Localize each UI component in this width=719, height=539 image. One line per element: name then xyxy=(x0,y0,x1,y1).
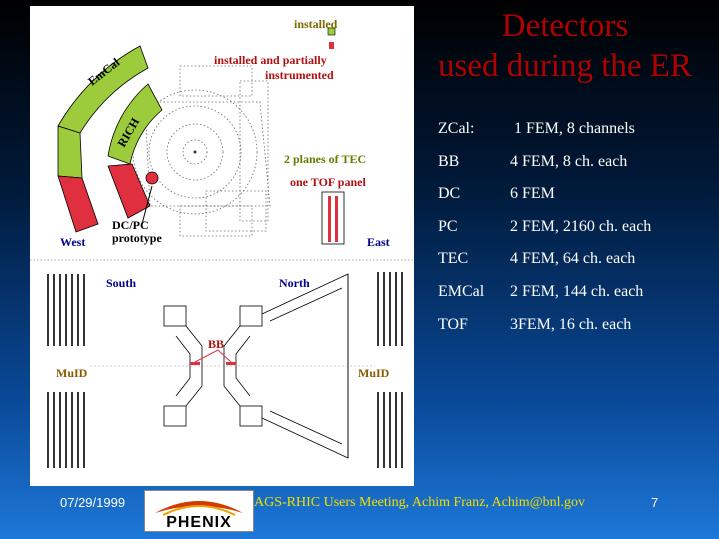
logo-text: PHENIX xyxy=(166,514,232,531)
emcal-sector-lower xyxy=(57,175,99,233)
bb-north xyxy=(226,362,236,365)
bb-pointer-south xyxy=(194,349,219,363)
phenix-logo-svg: PHENIX xyxy=(155,501,243,531)
detector-name: ZCal: xyxy=(438,120,475,137)
tec-label: 2 planes of TEC xyxy=(284,152,366,166)
muid-left-planes xyxy=(47,274,85,468)
emcal-sector-mid xyxy=(57,125,83,179)
dcpc-pointer xyxy=(141,185,153,225)
tof-panel xyxy=(321,191,345,245)
bb-pointer-north xyxy=(217,349,232,363)
phenix-logo: PHENIX xyxy=(144,490,254,532)
west-label: West xyxy=(60,235,85,249)
detector-value: 2 FEM, 2160 ch. each xyxy=(510,217,652,235)
detector-value: 3FEM, 16 ch. each xyxy=(510,315,632,333)
logo-arc-inner xyxy=(162,505,236,516)
rich-lower xyxy=(107,163,151,219)
dcpc-prototype xyxy=(145,171,159,185)
logo-arc xyxy=(155,501,243,513)
central-magnet-outline xyxy=(132,65,271,237)
detector-value: 6 FEM xyxy=(510,185,555,203)
east-label: East xyxy=(367,235,390,249)
bb-label: BB xyxy=(208,337,224,351)
detector-value: 4 FEM, 64 ch. each xyxy=(510,250,636,268)
slide-title: Detectors used during the ER xyxy=(420,6,710,86)
footer-date: 07/29/1999 xyxy=(60,495,126,510)
muid-left-label: MuID xyxy=(56,366,88,380)
emcal-sector-upper xyxy=(57,45,149,134)
muid-right-planes xyxy=(377,272,403,468)
legend-installed-swatch xyxy=(327,27,336,36)
detector-diagram-svg: installed installed and partially instru… xyxy=(30,17,414,468)
detector-name: TOF xyxy=(438,315,468,333)
legend-installed-label: installed xyxy=(294,17,338,31)
slide-title-line2: used during the ER xyxy=(438,48,692,84)
dcpc-label-1: DC/PC xyxy=(112,218,149,232)
detector-value: 4 FEM, 8 ch. each xyxy=(510,152,628,170)
tof-label: one TOF panel xyxy=(290,175,366,189)
footer-page-number: 7 xyxy=(651,495,659,510)
detector-name: BB xyxy=(438,152,460,170)
tec-plane-1 xyxy=(328,196,331,242)
north-label: North xyxy=(279,276,310,290)
detector-name: PC xyxy=(438,217,458,235)
slide-title-line1: Detectors xyxy=(501,8,629,44)
legend-partial-swatch xyxy=(329,42,334,49)
detector-name: DC xyxy=(438,185,461,203)
tec-plane-2 xyxy=(335,196,338,242)
bb-south xyxy=(190,362,200,365)
detector-value: 1 FEM, 8 channels xyxy=(510,120,635,137)
detector-name: TEC xyxy=(438,250,469,268)
legend-partial-label-2: instrumented xyxy=(265,68,334,82)
muid-right-label: MuID xyxy=(358,366,390,380)
legend-partial-label-1: installed and partially xyxy=(214,53,327,67)
footer-meeting: AGS-RHIC Users Meeting, Achim Franz, Ach… xyxy=(254,495,585,510)
detector-name: EMCal xyxy=(438,282,485,300)
detector-value: 2 FEM, 144 ch. each xyxy=(510,282,644,300)
south-label: South xyxy=(106,276,136,290)
detector-diagram: installed installed and partially instru… xyxy=(30,6,414,486)
dcpc-label-2: prototype xyxy=(112,231,162,245)
beam-point xyxy=(193,150,197,154)
rich-upper xyxy=(107,83,163,165)
